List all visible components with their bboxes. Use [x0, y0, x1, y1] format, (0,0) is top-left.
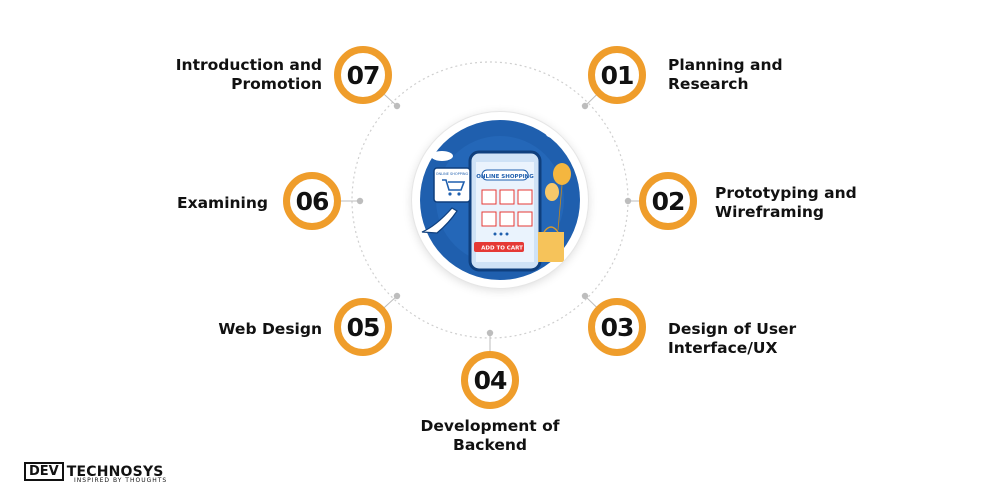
- brand-logo: DEV TECHNOSYS INSPIRED BY THOUGHTS: [24, 462, 168, 484]
- connector-dot-03: [581, 292, 589, 300]
- step-number: 06: [295, 186, 330, 216]
- step-label-line: Planning and: [668, 56, 783, 74]
- connector-dot-02: [624, 197, 632, 205]
- step-label-line: Promotion: [231, 75, 322, 93]
- step-circle-04: 04: [461, 351, 519, 409]
- step-label-line: Interface/UX: [668, 339, 778, 357]
- step-number: 04: [473, 365, 508, 395]
- step-number: 05: [346, 312, 381, 342]
- hand-icon: [421, 207, 458, 234]
- step-circle-02: 02: [639, 172, 697, 230]
- step-label-line: Wireframing: [715, 203, 825, 221]
- center-illustration: ONLINE SHOPPING ADD TO CART ONLINE SHOPP…: [412, 112, 588, 288]
- step-circle-01: 01: [588, 46, 646, 104]
- step-circle-06: 06: [283, 172, 341, 230]
- connector-dot-01: [581, 102, 589, 110]
- balloon-icon: [553, 163, 571, 185]
- add-to-cart-text: ADD TO CART: [481, 246, 523, 252]
- logo-main-text: TECHNOSYS: [66, 463, 164, 480]
- logo-box-text: DEV: [24, 462, 64, 481]
- step-label-05: Web Design: [218, 320, 322, 339]
- step-number: 07: [346, 60, 381, 90]
- screen-banner-text: ONLINE SHOPPING: [476, 174, 534, 180]
- cart-card-icon: [433, 167, 471, 203]
- step-label-line: Design of User: [668, 320, 797, 338]
- connector-dot-05: [393, 292, 401, 300]
- step-label-line: Introduction and: [175, 56, 322, 74]
- step-circle-07: 07: [334, 46, 392, 104]
- step-label-line: Backend: [453, 436, 527, 454]
- step-circle-05: 05: [334, 298, 392, 356]
- shopping-bag-icon: [538, 232, 564, 262]
- step-number: 02: [651, 186, 686, 216]
- card-label-text: ONLINE SHOPPING: [436, 172, 469, 176]
- step-label-line: Research: [668, 75, 749, 93]
- cloud-icon: [431, 151, 453, 161]
- connector-dot-07: [393, 102, 401, 110]
- step-label-line: Examining: [177, 194, 268, 212]
- step-label-line: Web Design: [218, 320, 322, 338]
- connector-dot-04: [486, 329, 494, 337]
- step-circle-03: 03: [588, 298, 646, 356]
- online-shopping-illustration: ONLINE SHOPPING ADD TO CART ONLINE SHOPP…: [420, 120, 580, 280]
- step-number: 01: [600, 60, 635, 90]
- connector-dot-06: [356, 197, 364, 205]
- step-label-line: Development of: [420, 417, 560, 435]
- step-number: 03: [600, 312, 635, 342]
- step-label-06: Examining: [177, 194, 268, 213]
- step-label-line: Prototyping and: [715, 184, 857, 202]
- logo-tagline: INSPIRED BY THOUGHTS: [74, 477, 168, 484]
- add-to-cart-button-art: [474, 242, 524, 252]
